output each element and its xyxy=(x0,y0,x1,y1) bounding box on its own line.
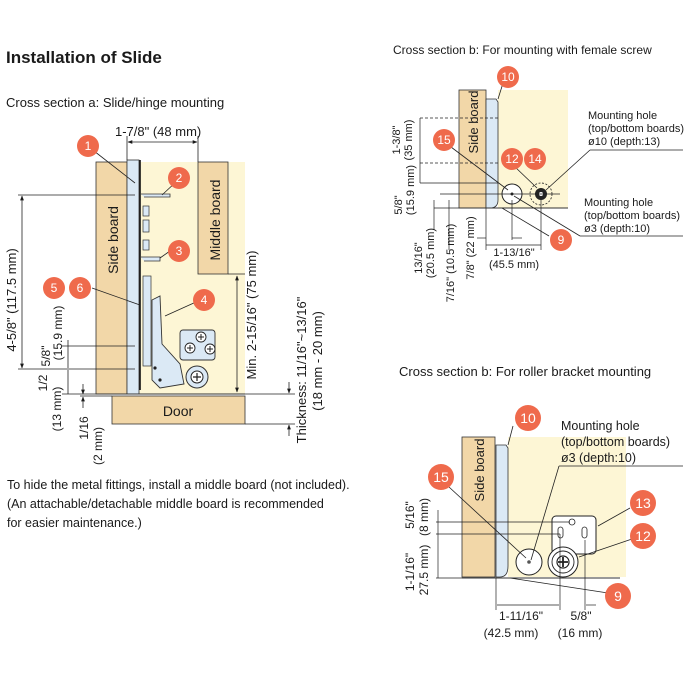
dim-thickness: Thickness: 11/16"~13/16" xyxy=(294,296,309,443)
callout-15: 15 xyxy=(428,464,454,490)
section-a-title: Cross section a: Slide/hinge mounting xyxy=(6,95,225,110)
callout-12: 12 xyxy=(630,523,656,549)
dim-5-8-mm: (16 mm) xyxy=(558,626,603,640)
hinge-arm xyxy=(151,295,185,389)
svg-text:5: 5 xyxy=(51,281,58,295)
dim-1-11-16-mm: (42.5 mm) xyxy=(484,626,539,640)
svg-text:6: 6 xyxy=(77,281,84,295)
svg-text:12: 12 xyxy=(505,152,519,166)
svg-text:12: 12 xyxy=(635,528,651,544)
section-b2-diagram: Side board 5/16" (8 mm) 1-1/16" 27.5 mm) xyxy=(403,405,683,640)
svg-text:9: 9 xyxy=(614,588,622,604)
mounting-hole-1-line: (top/bottom boards) xyxy=(588,123,684,135)
section-a-diagram: Side board Middle board Door xyxy=(4,124,325,465)
callout-9: 9 xyxy=(550,229,572,251)
note-line: To hide the metal fittings, install a mi… xyxy=(7,478,350,492)
dim-1-16: 1/16 xyxy=(77,416,91,440)
dim-5-8: 5/8" xyxy=(39,346,53,367)
callout-15: 15 xyxy=(433,129,455,151)
callout-14: 14 xyxy=(524,148,546,170)
door-label: Door xyxy=(163,403,194,419)
mounting-hole-2-line: (top/bottom boards) xyxy=(584,210,680,222)
svg-text:3: 3 xyxy=(176,244,183,258)
section-b1-title: Cross section b: For mounting with femal… xyxy=(393,43,652,57)
dim-1-13-16: 1-13/16" xyxy=(493,247,534,259)
dim-1-13-16-mm: (45.5 mm) xyxy=(489,259,539,271)
side-board-label: Side board xyxy=(466,91,481,154)
page-title: Installation of Slide xyxy=(6,48,162,67)
note-line: for easier maintenance.) xyxy=(7,516,142,530)
callout-9: 9 xyxy=(605,583,631,609)
dim-5-16: 5/16" xyxy=(403,501,417,529)
installation-note: To hide the metal fittings, install a mi… xyxy=(7,476,407,533)
callout-13: 13 xyxy=(630,490,656,516)
side-board-label: Side board xyxy=(472,439,487,502)
mounting-hole-2-line: Mounting hole xyxy=(584,197,653,209)
dim-height-total: 4-5/8" (117.5 mm) xyxy=(4,248,19,351)
dim-min-height: Min. 2-15/16" (75 mm) xyxy=(244,251,259,380)
door xyxy=(111,395,246,425)
section-b2-title: Cross section b: For roller bracket moun… xyxy=(399,364,652,379)
svg-text:15: 15 xyxy=(433,469,449,485)
dim-13-16-mm: (20.5 mm) xyxy=(425,228,437,278)
section-b1-diagram: Side board 1-3/8" xyxy=(391,66,684,302)
dim-5-16-mm: (8 mm) xyxy=(417,498,431,536)
side-board xyxy=(461,436,496,578)
dim-1-1-16: 1-1/16" xyxy=(403,553,417,591)
svg-text:4: 4 xyxy=(201,293,208,307)
dim-5-8: 5/8" xyxy=(571,609,592,623)
dim-1-16-mm: (2 mm) xyxy=(91,427,105,465)
side-board-label: Side board xyxy=(105,206,121,274)
middle-board xyxy=(197,161,229,275)
svg-text:10: 10 xyxy=(501,70,515,84)
svg-text:9: 9 xyxy=(558,233,565,247)
dim-thickness-mm: (18 mm - 20 mm) xyxy=(310,311,325,411)
svg-text:13: 13 xyxy=(635,495,651,511)
dim-1-11-16: 1-11/16" xyxy=(499,609,543,623)
callout-5: 5 xyxy=(43,277,65,299)
dim-7-8: 7/8" (22 mm) xyxy=(465,216,477,279)
dim-7-16: 7/16" (10.5 mm) xyxy=(445,224,457,303)
dim-1-1-16-mm: 27.5 mm) xyxy=(417,545,431,596)
dim-5-8-mm: (15.9 mm) xyxy=(51,306,65,361)
mounting-hole-line: ø3 (depth:10) xyxy=(561,451,636,465)
svg-text:10: 10 xyxy=(520,410,536,426)
callout-3: 3 xyxy=(168,240,190,262)
svg-text:1: 1 xyxy=(85,139,92,153)
dim-1-2: 1/2 xyxy=(36,374,50,391)
mounting-hole-line: Mounting hole xyxy=(561,419,640,433)
mounting-hole-1-line: ø10 (depth:13) xyxy=(588,136,660,148)
callout-10: 10 xyxy=(515,405,541,431)
callout-1: 1 xyxy=(77,135,99,157)
mounting-hole-line: (top/bottom boards) xyxy=(561,435,670,449)
slide-rail xyxy=(495,444,509,578)
callout-2: 2 xyxy=(168,167,190,189)
dim-13-16: 13/16" xyxy=(413,242,425,274)
svg-text:2: 2 xyxy=(176,171,183,185)
side-board xyxy=(458,89,487,209)
svg-text:14: 14 xyxy=(528,152,542,166)
dim-1-3-8-mm: (35 mm) xyxy=(403,120,415,161)
svg-text:15: 15 xyxy=(437,133,451,147)
dim-5-8-mm: (15.9 mm) xyxy=(405,165,417,215)
callout-12: 12 xyxy=(501,148,523,170)
mounting-hole-1-line: Mounting hole xyxy=(588,110,657,122)
dim-1-2-mm: (13 mm) xyxy=(50,387,64,432)
side-board xyxy=(95,161,128,395)
dim-width-label: 1-7/8" (48 mm) xyxy=(115,124,201,139)
callout-6: 6 xyxy=(69,277,91,299)
note-line: (An attachable/detachable middle board i… xyxy=(7,497,324,511)
callout-10: 10 xyxy=(497,66,519,88)
slide-rail xyxy=(485,98,499,209)
callout-4: 4 xyxy=(193,289,215,311)
dim-5-8: 5/8" xyxy=(393,195,405,214)
middle-board-label: Middle board xyxy=(207,180,223,261)
dim-1-3-8: 1-3/8" xyxy=(391,125,403,154)
mounting-hole-2-line: ø3 (depth:10) xyxy=(584,223,650,235)
